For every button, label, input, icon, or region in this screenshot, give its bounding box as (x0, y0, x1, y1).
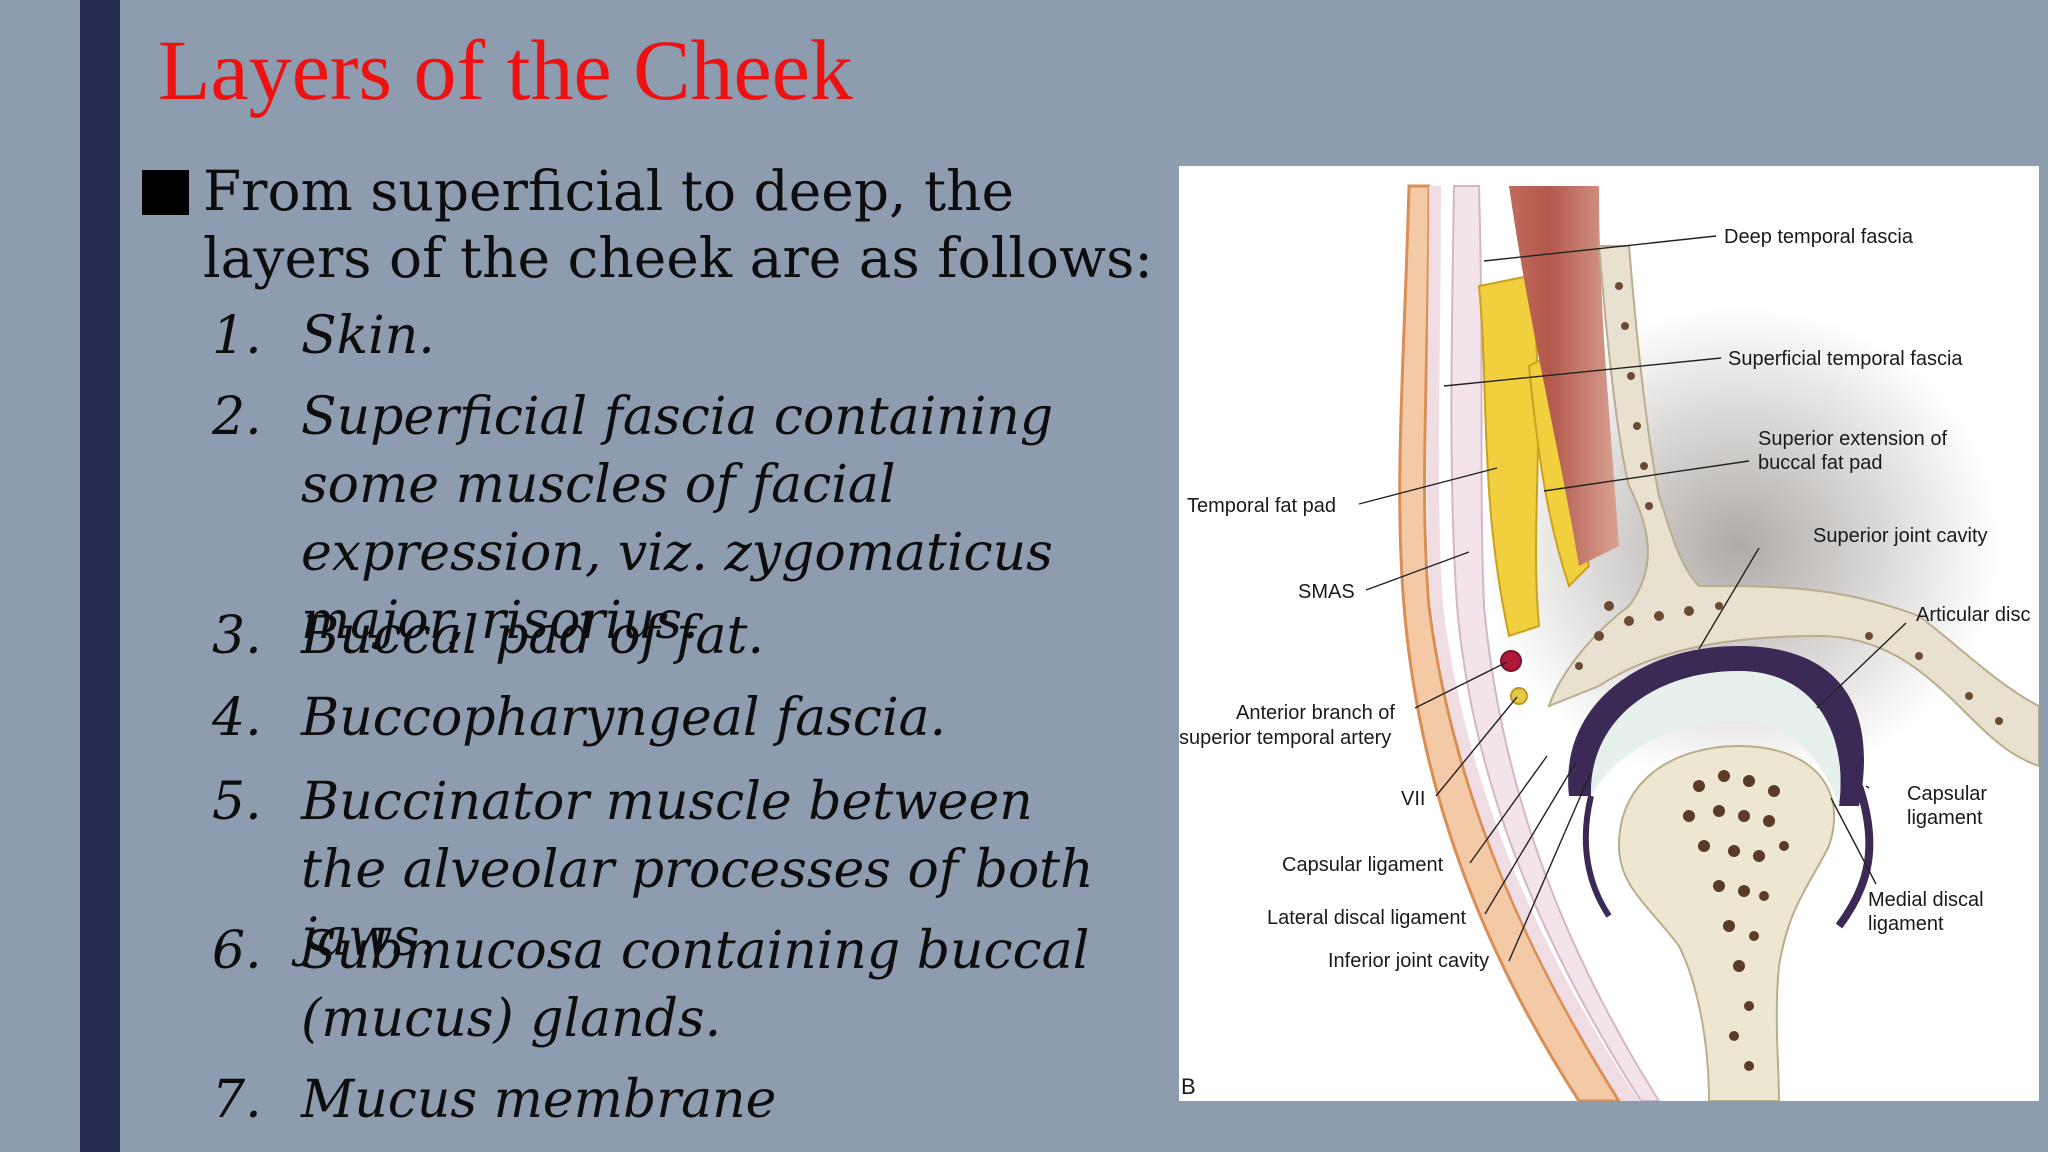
label-capsular-ligament-left: Capsular ligament (1282, 854, 1444, 876)
label-temporal-fat-pad: Temporal fat pad (1187, 495, 1336, 517)
list-item-number: 6. (212, 921, 262, 981)
label-medial-discal-line2: ligament (1868, 913, 1944, 935)
intro-text: From superficial to deep, the layers of … (203, 159, 1153, 290)
list-item-number: 2. (212, 387, 262, 447)
list-item-text: Buccal pad of fat. (301, 606, 764, 666)
label-capsular-right-line1: Capsular (1907, 783, 1987, 805)
bone-marrow-dots (1575, 282, 2003, 725)
list-item-text: Submucosa containing buccal (mucus) glan… (301, 921, 1090, 1049)
skin-layer (1398, 184, 1621, 1101)
leader-smas (1365, 551, 1470, 591)
tmj-anatomy-figure: Deep temporal fascia Superficial tempora… (1179, 166, 2039, 1101)
label-inferior-joint-cavity: Inferior joint cavity (1328, 950, 1489, 972)
leader-anterior-branch (1414, 661, 1508, 709)
leader-lateral-discal (1484, 761, 1577, 915)
label-anterior-branch-line2: superior temporal artery (1179, 727, 1391, 749)
list-item-number: 3. (212, 606, 262, 666)
list-item-text: Superficial fascia containing some muscl… (301, 387, 1054, 651)
leader-medial-discal (1830, 797, 1877, 885)
label-articular-disc: Articular disc (1916, 604, 2030, 626)
label-deep-temporal-fascia: Deep temporal fascia (1724, 226, 1914, 248)
leader-vii (1435, 696, 1518, 797)
leader-deep-temporal (1483, 235, 1717, 262)
leader-capsular-right (1865, 785, 1870, 789)
slide-title: Layers of the Cheek (158, 22, 853, 118)
list-item-text: Buccinator muscle between the alveolar p… (301, 772, 1094, 968)
leader-temporal-fat (1358, 467, 1498, 505)
label-medial-discal-line1: Medial discal (1868, 889, 1984, 911)
list-item-text: Buccopharyngeal fascia. (301, 688, 947, 748)
label-anterior-branch-line1: Anterior branch of (1236, 702, 1395, 724)
superior-joint-space (1590, 671, 1841, 806)
superior-temporal-artery (1500, 650, 1522, 672)
side-accent-bar (80, 0, 120, 1152)
leader-superior-joint (1698, 547, 1760, 650)
articular-disc (1568, 646, 1864, 806)
temporal-bone (1547, 245, 2039, 768)
label-superior-extension-line1: Superior extension of (1758, 428, 1947, 450)
fascia-layer (1426, 186, 1639, 1101)
leader-superior-extension (1543, 460, 1750, 492)
condyle-marrow (1683, 770, 1789, 1071)
list-item-text: Skin. (301, 306, 435, 366)
leader-inferior-joint (1508, 771, 1592, 962)
square-bullet-icon (142, 170, 189, 215)
list-item-number: 7. (212, 1070, 262, 1130)
tmj-anatomy-illustration: Deep temporal fascia Superficial tempora… (1179, 184, 2039, 1101)
label-capsular-right-line2: ligament (1907, 807, 1983, 829)
capsular-ligament-band-left (1582, 795, 1612, 918)
list-item-text: Mucus membrane (301, 1070, 777, 1130)
leader-capsular-left (1469, 755, 1548, 864)
panel-label-b: B (1181, 1074, 1196, 1099)
label-superior-extension-line2: buccal fat pad (1758, 452, 1883, 474)
list-item-number: 1. (212, 306, 262, 366)
label-superior-joint-cavity: Superior joint cavity (1813, 525, 1988, 547)
leader-superficial-temporal (1443, 357, 1722, 387)
list-item-number: 4. (212, 688, 262, 748)
smas-layer (1450, 185, 1661, 1101)
label-superficial-temporal-fascia: Superficial temporal fascia (1728, 348, 1963, 370)
label-lateral-discal-ligament: Lateral discal ligament (1267, 907, 1466, 929)
label-vii: VII (1401, 788, 1425, 810)
capsular-ligament-band (1835, 784, 1874, 929)
label-smas: SMAS (1298, 581, 1355, 603)
leader-articular-disc (1816, 622, 1907, 709)
list-item-number: 5. (212, 772, 262, 832)
